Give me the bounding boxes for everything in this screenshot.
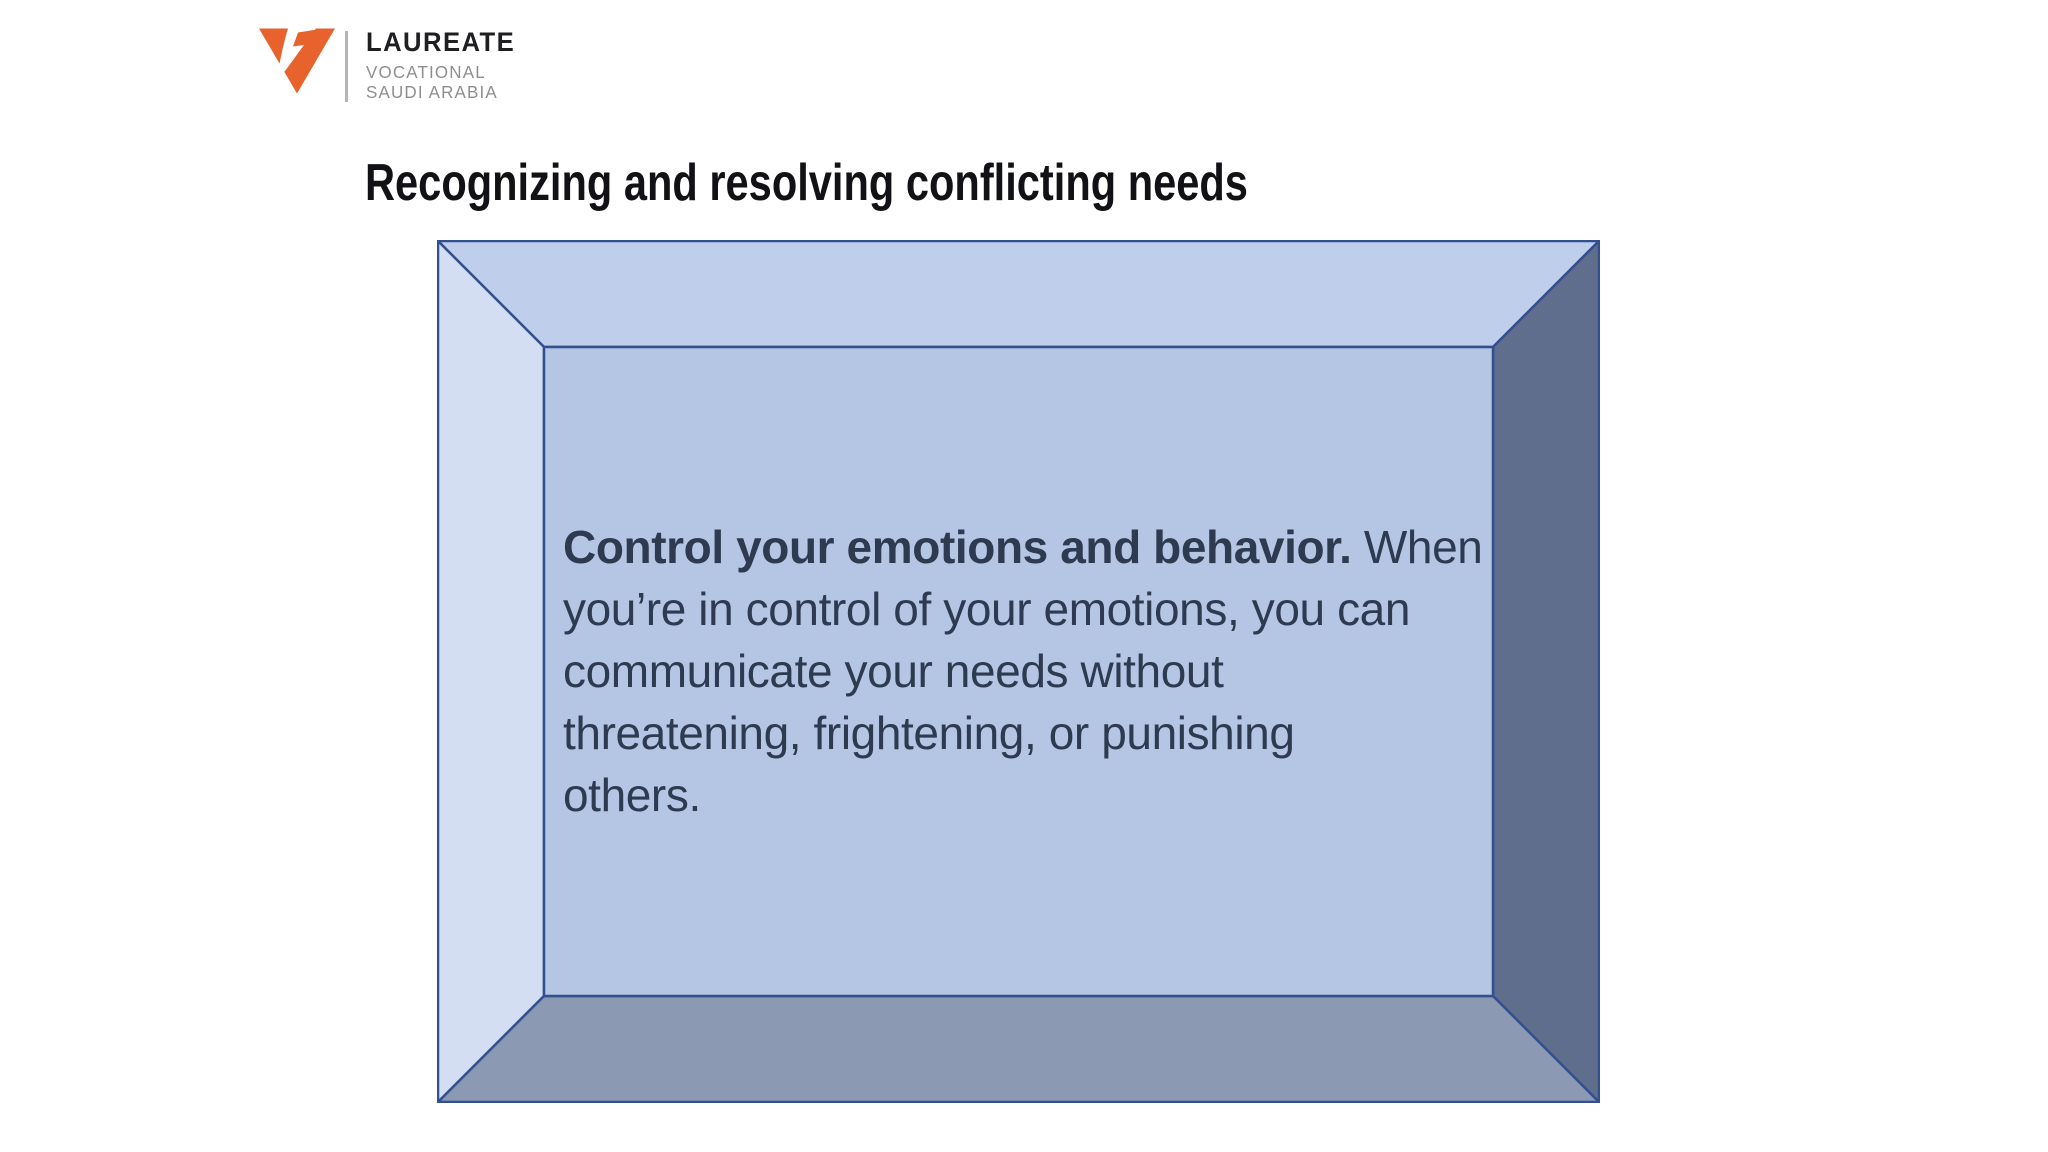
box-text-line: Control your emotions and behavior. When <box>563 516 1523 578</box>
box-text-line: communicate your needs without <box>563 645 1224 697</box>
box-text-line: others. <box>563 769 701 821</box>
bevel-frame-shape <box>437 240 1600 1103</box>
box-text-bold: Control your emotions and behavior. <box>563 521 1352 573</box>
bevel-frame: Control your emotions and behavior. When… <box>437 240 1600 1103</box>
laureate-triangle-icon <box>259 28 335 94</box>
bevel-bottom-face <box>437 994 1600 1103</box>
slide-title: Recognizing and resolving conflicting ne… <box>365 154 1248 212</box>
box-text-line: threatening, frightening, or punishing <box>563 707 1295 759</box>
logo-tagline-country: SAUDI ARABIA <box>366 82 498 102</box>
logo-brand-text: LAUREATE <box>366 27 516 57</box>
bevel-top-face <box>437 240 1600 349</box>
bevel-left-face <box>437 240 546 1103</box>
logo-tagline-vocational: VOCATIONAL <box>366 62 486 82</box>
logo-text: LAUREATE VOCATIONAL SAUDI ARABIA <box>366 27 626 103</box>
box-text-rest: When <box>1351 521 1483 573</box>
box-text-line: you’re in control of your emotions, you … <box>563 583 1411 635</box>
logo-divider <box>345 31 348 102</box>
bevel-inner-panel <box>542 345 1495 998</box>
box-text: Control your emotions and behavior. When… <box>563 516 1523 826</box>
